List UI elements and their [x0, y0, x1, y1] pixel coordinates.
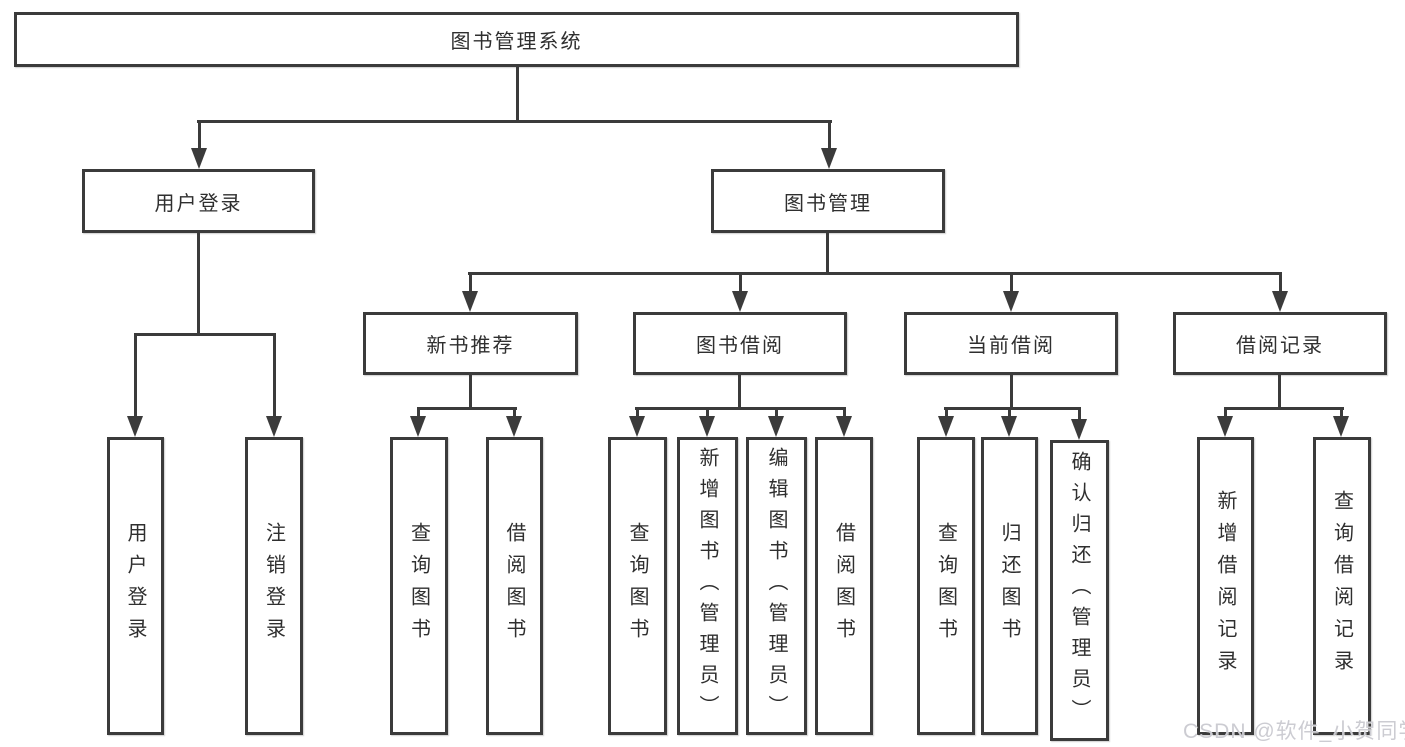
node-new-book-recommend: 新书推荐 [363, 312, 578, 375]
connector-arrow [1333, 409, 1349, 437]
leaf-current-query-book-label: 查询图书 [934, 522, 957, 650]
leaf-records-add-record-label: 新增借阅记录 [1214, 490, 1236, 682]
leaf-logout-label: 注销登录 [262, 522, 285, 650]
connector-line [1010, 375, 1013, 409]
connector-line [197, 233, 200, 336]
node-user-login-label: 用户登录 [154, 192, 243, 215]
leaf-borrow-query-book-label: 查询图书 [626, 522, 648, 650]
node-borrow-records-label: 借阅记录 [1236, 335, 1324, 357]
connector-arrow [266, 335, 282, 437]
node-book-borrow-label: 图书借阅 [696, 335, 784, 357]
leaf-recommend-borrow-book-label: 借阅图书 [503, 522, 525, 650]
node-new-book-recommend-label: 新书推荐 [426, 335, 515, 357]
node-root-label: 图书管理系统 [450, 31, 583, 53]
connector-arrow [836, 409, 852, 437]
node-borrow-records: 借阅记录 [1173, 312, 1387, 375]
connector-arrow [699, 409, 715, 437]
leaf-records-add-record: 新增借阅记录 [1197, 437, 1254, 735]
leaf-borrow-query-book: 查询图书 [608, 437, 667, 735]
connector-line [417, 407, 517, 410]
connector-line [738, 375, 741, 409]
leaf-borrow-add-book-admin-label: 新增图书（管理员） [696, 446, 718, 726]
leaf-borrow-edit-book-admin: 编辑图书（管理员） [746, 437, 807, 735]
connector-arrow [127, 335, 143, 437]
connector-arrow [938, 409, 954, 437]
leaf-borrow-borrow-book-label: 借阅图书 [832, 522, 855, 650]
leaf-current-query-book: 查询图书 [917, 437, 975, 735]
leaf-recommend-query-book-label: 查询图书 [407, 522, 430, 650]
connector-line [944, 407, 1081, 410]
connector-arrow [1272, 274, 1288, 312]
connector-line [134, 333, 276, 336]
leaf-logout: 注销登录 [245, 437, 303, 735]
connector-line [1224, 407, 1344, 410]
leaf-records-query-record: 查询借阅记录 [1313, 437, 1371, 735]
connector-line [468, 272, 1282, 275]
connector-arrow [732, 274, 748, 312]
connector-arrow [506, 409, 522, 437]
node-book-management: 图书管理 [711, 169, 945, 233]
leaf-current-return-book-label: 归还图书 [998, 522, 1020, 650]
leaf-current-confirm-return-admin: 确认归还（管理员） [1050, 440, 1109, 741]
leaf-current-confirm-return-admin-label: 确认归还（管理员） [1068, 451, 1090, 730]
leaf-records-query-record-label: 查询借阅记录 [1330, 490, 1353, 682]
node-book-management-label: 图书管理 [784, 192, 872, 215]
leaf-recommend-query-book: 查询图书 [390, 437, 448, 735]
connector-line [469, 375, 472, 409]
connector-arrow [1071, 409, 1087, 440]
leaf-user-login: 用户登录 [107, 437, 164, 735]
leaf-borrow-borrow-book: 借阅图书 [815, 437, 873, 735]
leaf-borrow-edit-book-admin-label: 编辑图书（管理员） [765, 446, 787, 726]
leaf-current-return-book: 归还图书 [981, 437, 1038, 735]
connector-arrow [1217, 409, 1233, 437]
connector-line [635, 407, 846, 410]
node-current-borrow: 当前借阅 [904, 312, 1118, 375]
leaf-borrow-add-book-admin: 新增图书（管理员） [677, 437, 738, 735]
csdn-watermark: CSDN @软件_小贺同学 [1183, 720, 1405, 743]
node-current-borrow-label: 当前借阅 [967, 335, 1055, 357]
node-root: 图书管理系统 [14, 12, 1019, 67]
connector-arrow [821, 121, 837, 169]
connector-arrow [462, 274, 478, 312]
connector-arrow [629, 409, 645, 437]
connector-line [516, 67, 519, 122]
connector-arrow [768, 409, 784, 437]
connector-arrow [1003, 274, 1019, 312]
connector-arrow [410, 409, 426, 437]
node-book-borrow: 图书借阅 [633, 312, 847, 375]
connector-arrow [1001, 409, 1017, 437]
connector-line [826, 233, 829, 275]
leaf-user-login-label: 用户登录 [124, 522, 146, 650]
connector-line [197, 120, 832, 123]
node-user-login: 用户登录 [82, 169, 315, 233]
connector-line [1278, 375, 1281, 409]
connector-arrow [191, 121, 207, 169]
leaf-recommend-borrow-book: 借阅图书 [486, 437, 543, 735]
